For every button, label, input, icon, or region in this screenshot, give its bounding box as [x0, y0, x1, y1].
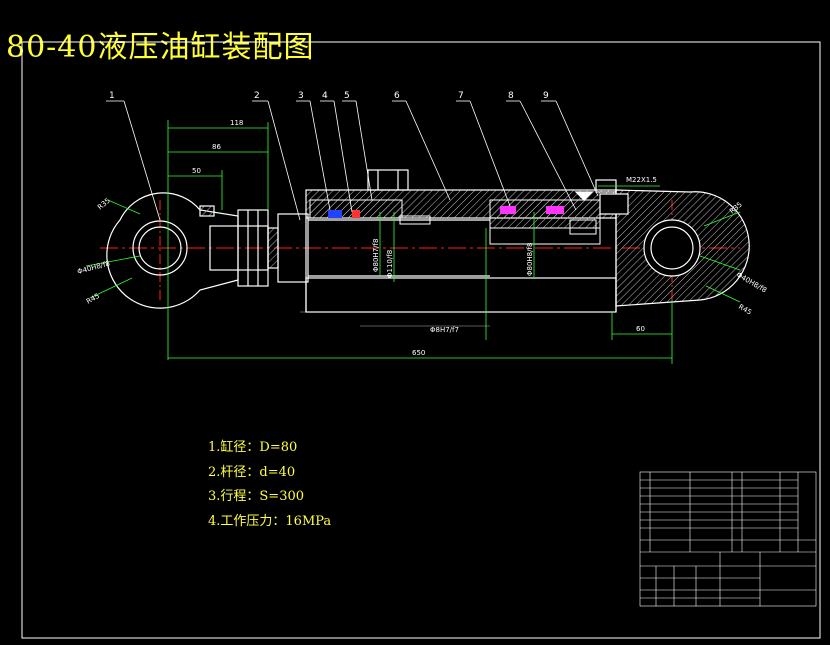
dim-thread: M22X1.5 [626, 176, 657, 184]
dim-fit-2: Φ110/f8 [386, 250, 394, 278]
dim-r-left-hole: Φ40H8/f8 [76, 260, 110, 276]
dim-50: 50 [192, 167, 201, 175]
part-number-8: 8 [508, 91, 514, 101]
part-number-1: 1 [109, 91, 115, 101]
gland [309, 199, 431, 225]
piston-rod [277, 213, 490, 283]
part-number-3: 3 [298, 91, 304, 101]
left-rod-eye [106, 192, 279, 309]
part-number-4: 4 [322, 91, 328, 101]
page-title: 80-40液压油缸装配图 [6, 30, 315, 65]
dimension-lines [85, 120, 741, 364]
dim-650: 650 [412, 349, 425, 357]
note-pressure: 4.工作压力：16MPa [208, 513, 332, 529]
leader-lines [106, 100, 599, 221]
dim-60: 60 [636, 325, 645, 333]
part-number-6: 6 [394, 91, 400, 101]
dim-fit-1: Φ80H7/f8 [372, 239, 380, 272]
dim-r-right-hole: Φ40H8/f8 [735, 271, 768, 295]
part-number-9: 9 [543, 91, 549, 101]
title-block [639, 471, 817, 607]
dim-118: 118 [230, 119, 243, 127]
cylinder-barrel [305, 169, 617, 313]
note-bore: 1.缸径：D=80 [208, 440, 298, 455]
part-number-2: 2 [254, 91, 260, 101]
drawing-frame [21, 41, 821, 639]
dim-stroke-label: Φ8H7/f7 [430, 326, 459, 334]
note-stroke: 3.行程：S=300 [208, 489, 305, 504]
dim-86: 86 [212, 143, 221, 151]
right-end-eye [574, 189, 750, 307]
note-rod: 2.杆径：d=40 [208, 464, 296, 480]
part-number-5: 5 [344, 91, 350, 101]
part-number-7: 7 [458, 91, 464, 101]
technical-notes: 1.缸径：D=80 2.杆径：d=40 3.行程：S=300 4.工作压力：16… [208, 436, 331, 534]
dim-r-right-bottom: R45 [737, 303, 753, 317]
dim-fit-3: Φ80H8/f8 [526, 243, 534, 276]
piston [489, 199, 601, 245]
dim-r-left-top: R35 [96, 197, 112, 212]
